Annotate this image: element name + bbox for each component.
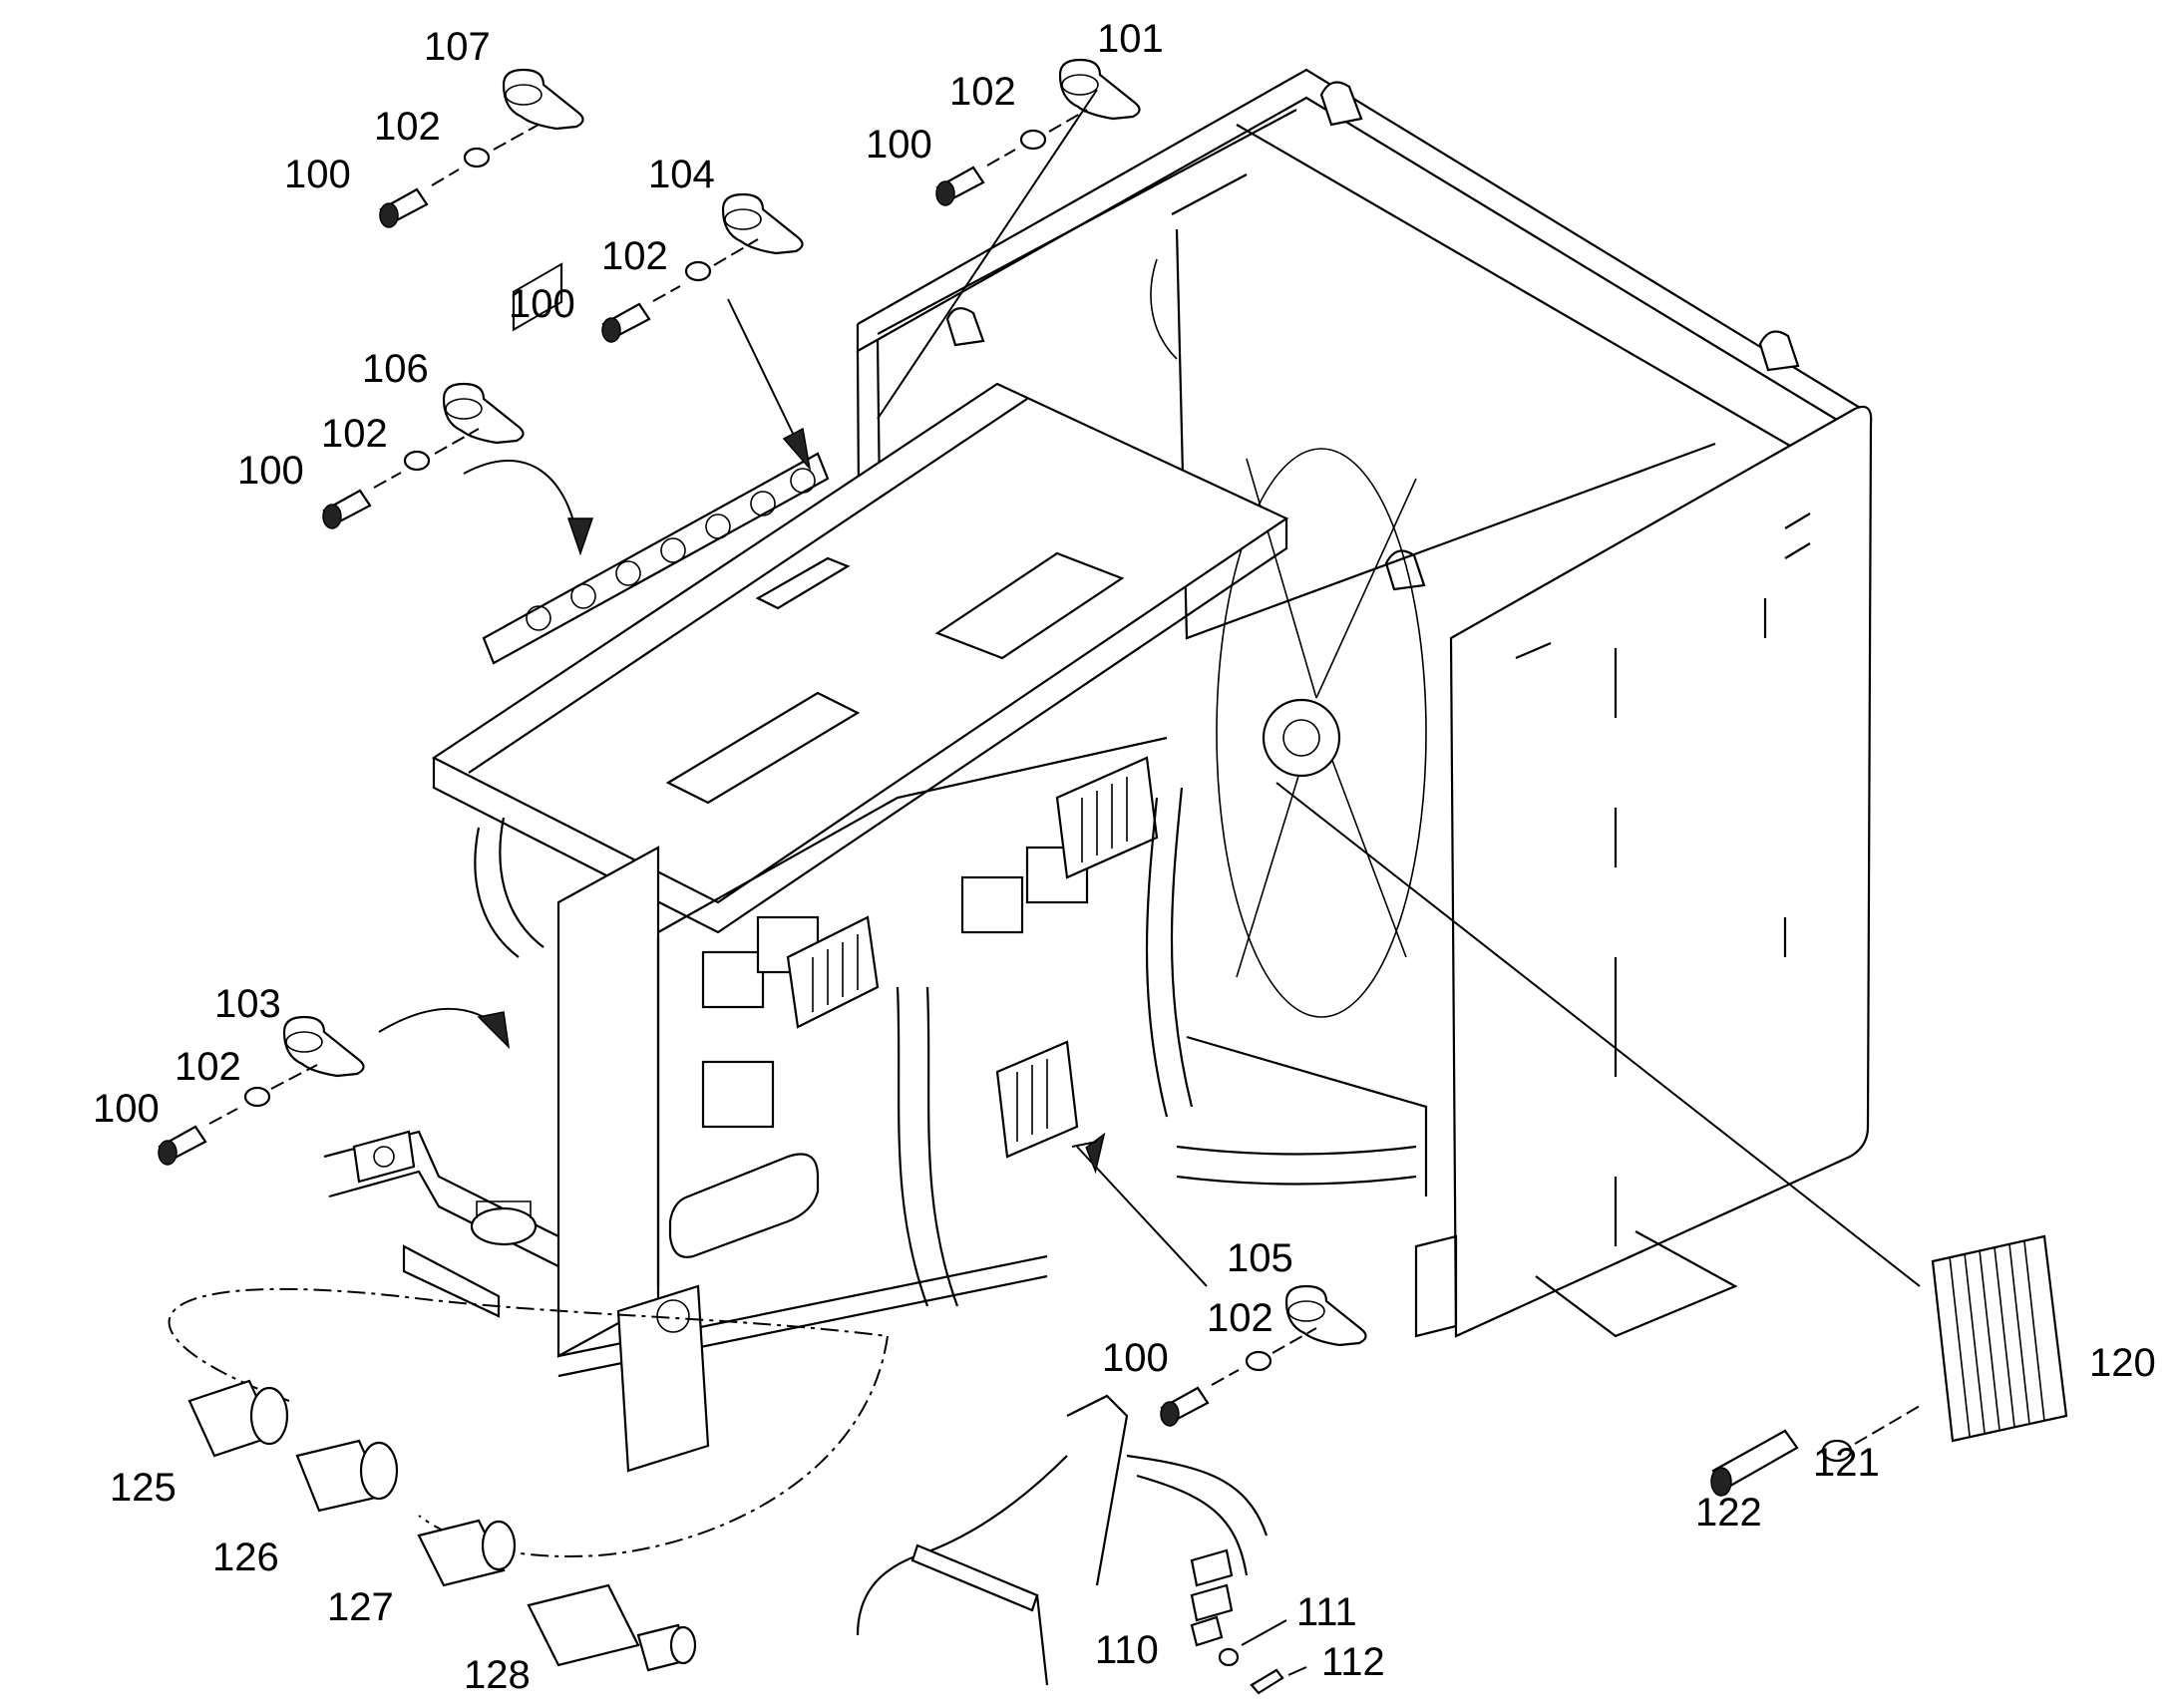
- callout-103: 103: [214, 982, 281, 1026]
- callout-107: 107: [424, 25, 491, 69]
- callout-102: 102: [601, 234, 668, 278]
- washer: [1821, 1439, 1853, 1463]
- connector-110: [1190, 1548, 1234, 1587]
- callout-120: 120: [2089, 1341, 2156, 1385]
- heat-sink: [1931, 1234, 2068, 1443]
- lifting-eye: [945, 307, 985, 347]
- callout-125: 125: [110, 1466, 177, 1510]
- p-clamp: [721, 192, 804, 255]
- callout-121: 121: [1813, 1441, 1880, 1485]
- solenoid-valve: [960, 875, 1024, 934]
- fan: [1216, 448, 1427, 1018]
- screw-112: [1250, 1668, 1284, 1695]
- washer: [243, 1086, 271, 1108]
- callout-126: 126: [212, 1536, 279, 1579]
- callout-100: 100: [93, 1087, 160, 1131]
- callout-106: 106: [362, 347, 429, 391]
- clamp-set-106: [322, 382, 594, 556]
- callout-100: 100: [866, 123, 932, 167]
- fan-hub: [1262, 698, 1341, 778]
- p-clamp: [1058, 58, 1141, 121]
- tank-cap: [470, 1206, 538, 1246]
- clamp-set-101: [877, 58, 1141, 420]
- solenoid-valve: [701, 1060, 775, 1129]
- main-frame: [856, 68, 1873, 1338]
- callout-102: 102: [175, 1045, 241, 1089]
- p-clamp: [1284, 1284, 1367, 1347]
- clamp-set-105: [1071, 1132, 1367, 1427]
- top-tray: [431, 382, 1289, 904]
- callout-112: 112: [1321, 1640, 1385, 1684]
- heat-sink-block: [1055, 756, 1159, 879]
- callout-105: 105: [1227, 1236, 1293, 1280]
- callout-101: 101: [1097, 17, 1164, 61]
- fitting-127: [417, 1519, 506, 1587]
- port-block: [616, 1284, 710, 1473]
- washer: [684, 260, 712, 282]
- heat-sink-block: [786, 915, 880, 1029]
- p-clamp: [502, 68, 584, 131]
- valve-manifold: [512, 262, 563, 332]
- callout-102: 102: [1207, 1296, 1273, 1340]
- p-clamp: [442, 382, 525, 445]
- callout-100: 100: [1102, 1336, 1169, 1380]
- callout-100: 100: [509, 282, 575, 326]
- side-panel: [1449, 405, 1873, 1338]
- fitting-chain: [168, 1287, 889, 1672]
- washer: [1019, 129, 1047, 151]
- callout-102: 102: [374, 105, 441, 149]
- callout-100: 100: [237, 449, 304, 493]
- harness: [856, 1394, 1307, 1695]
- front-post: [556, 846, 660, 1358]
- clamp-set-103: [158, 1007, 511, 1166]
- callout-122: 122: [1695, 1491, 1762, 1535]
- callout-102: 102: [321, 412, 388, 456]
- callout-110: 110: [1095, 1628, 1159, 1672]
- callout-100: 100: [284, 153, 351, 196]
- lifting-eye: [1758, 330, 1800, 372]
- washer: [403, 450, 431, 472]
- washer-111: [1218, 1647, 1240, 1667]
- sensor-128: [527, 1583, 640, 1667]
- washer: [463, 147, 491, 169]
- clamp-set-107: [379, 68, 584, 228]
- callout-128: 128: [464, 1653, 531, 1697]
- washer: [1245, 1350, 1272, 1372]
- solenoid-valve: [701, 950, 765, 1009]
- control-assembly: [323, 262, 1417, 1473]
- callout-111: 111: [1296, 1590, 1357, 1634]
- callout-127: 127: [327, 1585, 394, 1629]
- heat-sink-120: [1275, 782, 2068, 1497]
- clamp-set-104: [601, 192, 812, 472]
- lifting-eye: [1319, 81, 1363, 127]
- p-clamp: [282, 1015, 365, 1078]
- callout-102: 102: [949, 70, 1016, 114]
- callout-104: 104: [648, 153, 715, 196]
- heat-sink-block: [995, 1040, 1079, 1159]
- filter: [668, 1153, 820, 1258]
